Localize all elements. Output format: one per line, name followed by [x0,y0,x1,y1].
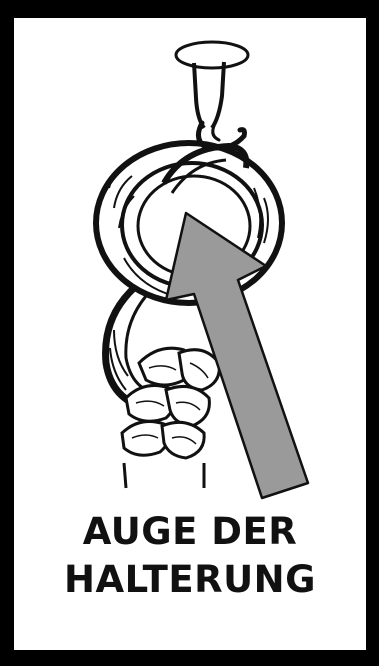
hook-head [176,42,248,128]
caption-line-2: HALTERUNG [14,556,366,604]
caption-line-1: AUGE DER [14,508,366,556]
rope [122,348,219,488]
label-inner: AUGE DER HALTERUNG [14,18,366,650]
caption: AUGE DER HALTERUNG [14,508,366,604]
hook-eye-illustration [14,18,366,518]
